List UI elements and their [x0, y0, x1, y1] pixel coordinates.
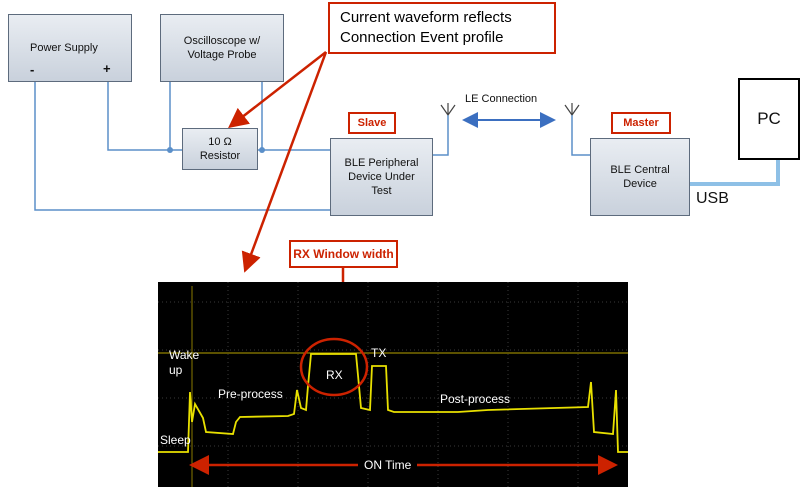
- rx-label: RX: [326, 368, 343, 382]
- master-tag: Master: [611, 112, 671, 134]
- usb-cable: [690, 158, 780, 186]
- power-minus-label: -: [30, 62, 35, 77]
- pre-process-label: Pre-process: [218, 387, 283, 401]
- on-time-label: ON Time: [358, 458, 418, 472]
- wake-up-label: Wake up: [169, 348, 200, 377]
- oscilloscope-label: Oscilloscope w/ Voltage Probe: [183, 35, 261, 61]
- resistor-box: 10 Ω Resistor: [182, 128, 258, 170]
- junction-dot: [167, 147, 173, 153]
- usb-label: USB: [696, 190, 729, 207]
- antenna-icon: [440, 103, 456, 116]
- tx-label: TX: [371, 346, 387, 360]
- central-box: BLE Central Device: [590, 138, 690, 216]
- peripheral-box: BLE Peripheral Device Under Test: [330, 138, 433, 216]
- power-supply-box: [8, 14, 132, 82]
- antenna-wire-central: [571, 115, 590, 156]
- callout-arrow-to-scope: [241, 51, 328, 273]
- power-supply-label: Power Supply: [30, 42, 98, 54]
- post-process-label: Post-process: [440, 392, 511, 406]
- oscilloscope-box: Oscilloscope w/ Voltage Probe: [160, 14, 284, 82]
- pc-box: PC: [738, 78, 800, 160]
- rx-highlight-circle: [299, 337, 369, 397]
- callout-box: Current waveform reflects Connection Eve…: [328, 2, 556, 54]
- le-connection-label: LE Connection: [465, 93, 538, 105]
- pc-label: PC: [757, 109, 781, 128]
- scope-screen: Wake up Pre-process RX TX Post-process S…: [158, 282, 628, 487]
- antenna-icon: [564, 103, 580, 116]
- wire-positive: [107, 82, 182, 151]
- antenna-wire-peripheral: [433, 115, 449, 156]
- resistor-label: 10 Ω Resistor: [199, 136, 241, 162]
- sleep-label: Sleep: [160, 433, 191, 447]
- slave-tag: Slave: [348, 112, 396, 134]
- wire-negative: [34, 82, 330, 211]
- central-label: BLE Central Device: [610, 164, 670, 190]
- scope-trace: [158, 282, 628, 487]
- rx-window-tag: RX Window width: [289, 240, 398, 268]
- power-plus-label: +: [103, 61, 111, 76]
- current-waveform: [158, 353, 628, 453]
- peripheral-label: BLE Peripheral Device Under Test: [344, 157, 419, 197]
- callout-arrow-to-resistor: [228, 51, 327, 129]
